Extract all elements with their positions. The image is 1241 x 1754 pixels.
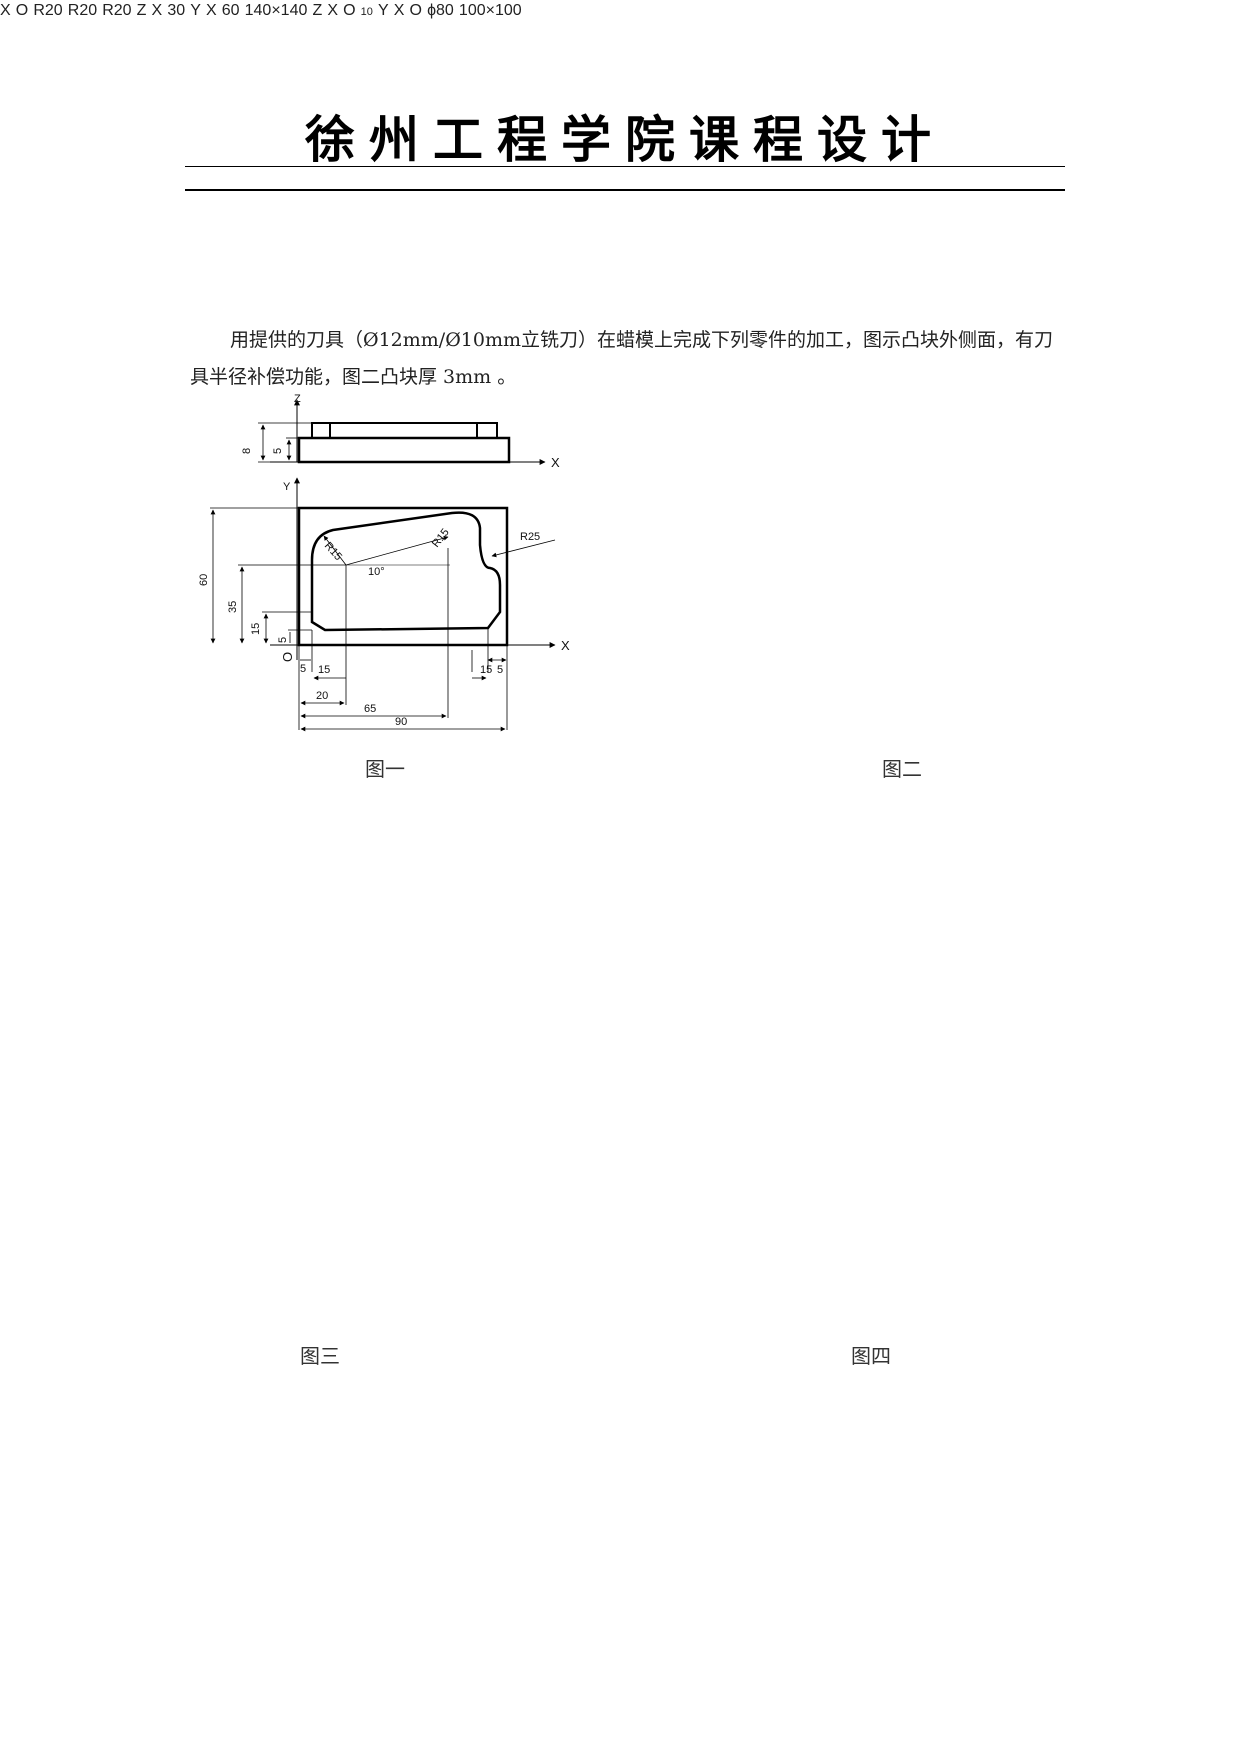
fig3-size: 140×140 xyxy=(244,2,308,19)
fig2-r20-mid: R20 xyxy=(67,2,98,19)
fig2-caption: 图二 xyxy=(882,757,922,781)
figure-4-drawing: Z X O 10 Y X O ϕ80 100×100 xyxy=(312,0,521,19)
fig3-x-label: X xyxy=(205,2,217,19)
fig3-z-label: Z xyxy=(136,2,147,19)
fig3-xtop-label: X xyxy=(151,2,163,19)
fig4-origin-top: O xyxy=(343,2,356,19)
fig1-x-label: X xyxy=(561,638,570,653)
fig1-y-label: Y xyxy=(283,481,291,493)
fig1-dim-15-right: 15 xyxy=(480,664,492,676)
fig3-caption: 图三 xyxy=(300,1344,340,1368)
header-rule-thick xyxy=(185,189,1065,191)
fig4-dia: ϕ80 xyxy=(427,2,454,19)
fig3-dim-60: 60 xyxy=(221,2,240,19)
fig1-origin-label: O xyxy=(280,652,295,662)
fig2-x-label: X xyxy=(0,2,11,19)
fig4-y-label: Y xyxy=(377,2,389,19)
fig3-y-label: Y xyxy=(190,2,201,19)
fig1-dim-5-bottom: 5 xyxy=(300,663,306,675)
fig1-r25: R25 xyxy=(520,531,540,543)
fig1-dim-5: 5 xyxy=(272,448,284,454)
fig1-r15-left: R15 xyxy=(322,540,344,563)
fig1-dim-20: 20 xyxy=(316,690,328,702)
fig1-xtop-label: X xyxy=(551,455,560,470)
fig1-dim-5-left: 5 xyxy=(277,637,289,643)
fig1-dim-35: 35 xyxy=(227,601,239,613)
fig1-dim-60: 60 xyxy=(198,574,210,586)
fig1-angle-10: 10° xyxy=(368,566,385,578)
fig2-origin-label: O xyxy=(15,2,29,19)
fig4-origin: O xyxy=(409,2,422,19)
fig4-dim-10: 10 xyxy=(360,6,373,18)
fig4-xtop-label: X xyxy=(327,2,338,19)
figure-2-drawing: X O R20 R20 R20 xyxy=(0,0,137,19)
fig1-dim-8: 8 xyxy=(241,448,253,454)
fig2-r20-right: R20 xyxy=(102,2,132,19)
fig1-r15-right: R15 xyxy=(430,527,452,550)
fig4-caption: 图四 xyxy=(851,1344,891,1368)
figure-1-drawing: Z X 8 5 Y X O 60 35 15 5 xyxy=(198,393,570,732)
fig4-x-label: X xyxy=(393,2,405,19)
document-header-title: 徐州工程学院课程设计 xyxy=(305,110,945,169)
fig4-z-label: Z xyxy=(312,2,323,19)
fig4-size: 100×100 xyxy=(458,2,522,19)
fig2-r20-top: R20 xyxy=(33,2,63,19)
fig1-dim-15-left: 15 xyxy=(250,623,262,635)
fig3-dim-30: 30 xyxy=(167,2,186,19)
header-rule-thin xyxy=(185,166,1065,167)
fig1-dim-5-right: 5 xyxy=(497,664,503,676)
figure-3-drawing: Z X 30 Y X 60 140×140 xyxy=(137,0,313,19)
fig1-caption: 图一 xyxy=(365,757,405,781)
fig1-z-label: Z xyxy=(294,393,301,405)
intro-paragraph: 用提供的刀具（Ø12mm/Ø10mm立铣刀）在蜡模上完成下列零件的加工，图示凸块… xyxy=(190,329,1053,388)
fig1-dim-15-bottom: 15 xyxy=(318,664,330,676)
fig1-dim-90: 90 xyxy=(395,716,407,728)
fig1-dim-65: 65 xyxy=(364,703,376,715)
